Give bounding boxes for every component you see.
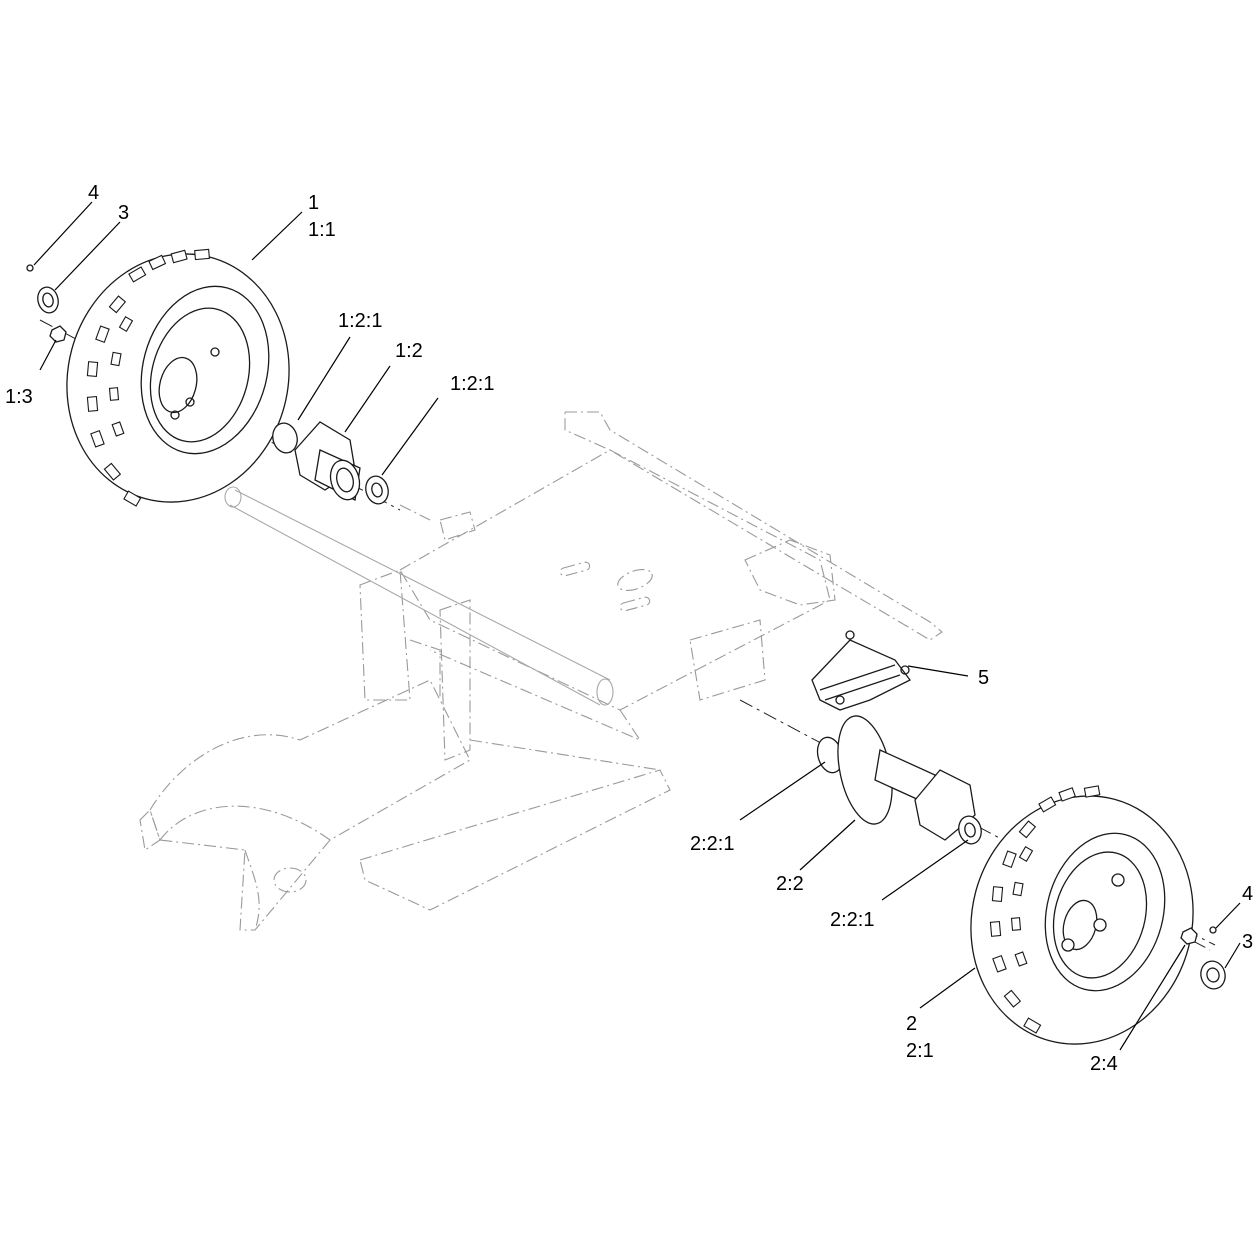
- callout-1-1: 1:1: [308, 219, 336, 241]
- callout-1-3: 1:3: [5, 386, 33, 408]
- callout-3-bottom: 3: [1242, 931, 1253, 953]
- callout-4-top: 4: [88, 182, 99, 204]
- nut-4-top: [26, 264, 34, 272]
- nut-4-bottom: [1209, 926, 1217, 934]
- callout-2-1: 2:1: [906, 1040, 934, 1062]
- callout-2-2: 2:2: [776, 873, 804, 895]
- bearing-1-2-1-b: [365, 475, 389, 505]
- collar-3-bottom: [1200, 960, 1226, 990]
- bearing-1-2-1-a: [272, 422, 298, 454]
- wheel-right: [970, 785, 1194, 1045]
- callout-5: 5: [978, 667, 989, 689]
- callout-1: 1: [308, 192, 319, 214]
- callout-labels: 4 3 1 1:1 1:3 1:2:1 1:2 1:2:1 5 2:2:1 2:…: [5, 182, 1253, 1075]
- bearing-2-2-1-b: [958, 815, 982, 845]
- callout-2-2-1-a: 2:2:1: [690, 833, 734, 855]
- brake-part-5: [811, 630, 911, 711]
- right-hub-assembly: [816, 715, 982, 845]
- left-hardware: [26, 264, 67, 343]
- wheel-left: [66, 248, 290, 507]
- left-hub-assembly: [272, 421, 389, 505]
- callout-4-bottom: 4: [1242, 883, 1253, 905]
- collar-3-top: [37, 286, 59, 314]
- callout-1-2-1-b: 1:2:1: [450, 373, 494, 395]
- callout-1-2-1-a: 1:2:1: [338, 310, 382, 332]
- frame-phantom: [139, 411, 943, 931]
- callout-2-4: 2:4: [1090, 1053, 1118, 1075]
- callout-2-2-1-b: 2:2:1: [830, 909, 874, 931]
- nut-2-4: [1180, 927, 1198, 945]
- leader-lines: [33, 201, 1241, 1051]
- right-hardware: [1180, 926, 1226, 990]
- callout-1-2: 1:2: [395, 340, 423, 362]
- hub-1-2: [329, 459, 361, 501]
- nut-1-3: [49, 325, 67, 343]
- callout-3-top: 3: [118, 202, 129, 224]
- callout-2: 2: [906, 1013, 917, 1035]
